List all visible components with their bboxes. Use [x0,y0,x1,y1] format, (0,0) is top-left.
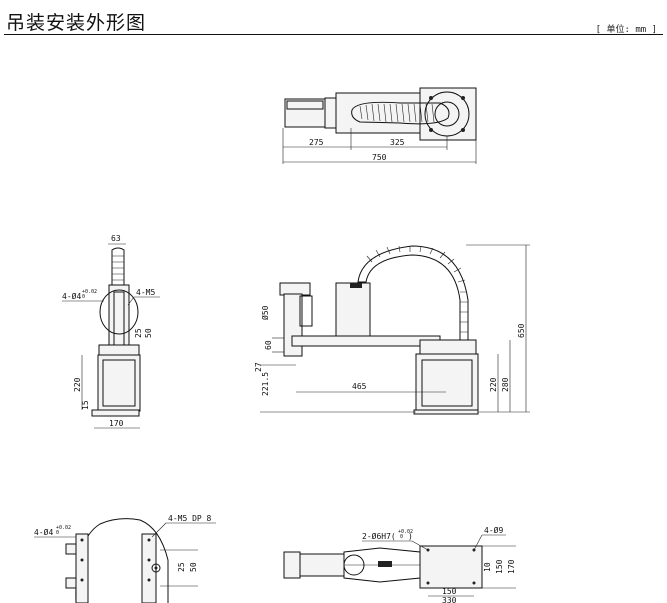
unit-label: [ 单位: mm ] [595,25,657,35]
dim-4-phi9: 4-Ø9 [484,525,503,535]
dim-25: 25 [134,328,143,338]
dim-650: 650 [517,323,526,338]
base-view: 4-Ø4 +0.02 0 4-M5 DP 8 25 50 [34,514,216,603]
top-view-base [419,87,477,141]
dim-25-base: 25 [177,562,186,572]
base-view-right-plate [141,533,157,603]
dim-2-phi6h7: 2-Ø6H7( [362,531,396,541]
front-view-shaft [283,293,303,357]
side-view-collar [98,344,140,356]
dim-150-vert: 150 [495,559,504,574]
dim-325: 325 [390,138,405,147]
dim-63: 63 [111,234,121,243]
side-view-base [97,354,141,412]
top-view-arm-tip [284,98,326,128]
front-view-tip [279,282,311,296]
dim-280: 280 [501,377,510,392]
title-rule [4,34,663,35]
dim-paren-close: ) [408,532,413,541]
dim-50: 50 [144,328,153,338]
dim-tolerance-upper-base: +0.02 [56,525,71,531]
dim-465: 465 [352,382,367,391]
top-view-base-inner [434,101,460,127]
dim-4-m5-dp8: 4-M5 DP 8 [168,514,212,523]
front-view-base [415,353,479,413]
bottom-view: 2-Ø6H7( +0.02 0 ) 4-Ø9 10 150 170 150 33… [283,525,516,603]
bottom-view-base [419,545,483,589]
dim-27: 27 [254,362,263,372]
top-view-bolt [429,128,433,132]
side-view: 63 4-Ø4 +0.02 0 4-M5 25 50 220 15 170 [62,234,160,429]
top-view-cable [351,101,450,125]
dim-15: 15 [81,400,90,410]
dim-275: 275 [309,138,324,147]
bottom-view-tip [283,551,301,579]
dim-60: 60 [264,340,273,350]
dim-phi50: Ø50 [260,305,270,320]
front-view-arm [291,335,441,347]
dim-150-horiz: 150 [442,587,457,596]
page-title: 吊装安装外形图 [6,12,147,34]
dim-170-vert: 170 [507,559,516,574]
side-view-flange [99,289,139,335]
dim-tolerance-lower-base: 0 [56,530,59,536]
dim-220: 220 [73,377,82,392]
side-view-cable [111,247,125,286]
dim-221-5: 221.5 [261,372,270,396]
dim-10: 10 [483,562,492,572]
side-view-foot [91,409,140,417]
dim-tolerance-upper: +0.02 [82,289,97,295]
top-view: 275 325 750 [282,87,477,164]
top-view-bolt [429,96,433,100]
top-view-arm-body [335,92,427,134]
dim-4-phi4-base: 4-Ø4 [34,527,53,537]
dim-tolerance-lower: 0 [82,294,85,300]
dim-4-m5: 4-M5 [136,288,155,297]
front-view-foot [413,409,479,415]
dim-4-phi4: 4-Ø4 [62,291,81,301]
top-view-bolt [461,96,465,100]
dim-330: 330 [442,596,457,603]
dim-220b: 220 [489,377,498,392]
top-view-bolt [461,128,465,132]
dim-750: 750 [372,153,387,162]
base-view-left-plate [75,533,89,603]
dim-50-base: 50 [189,562,198,572]
bottom-view-arm [299,553,345,577]
top-view-cable-hatch [359,103,435,123]
top-view-tip-bar [286,100,324,110]
dim-tolerance-lower-bottom: 0 [400,534,403,540]
front-view: Ø50 60 27 221.5 465 650 220 280 [254,244,530,415]
front-view-joint [419,339,477,355]
dim-170: 170 [109,419,124,428]
dim-tolerance-upper-bottom: +0.02 [398,529,413,535]
front-view-motor [335,282,371,337]
